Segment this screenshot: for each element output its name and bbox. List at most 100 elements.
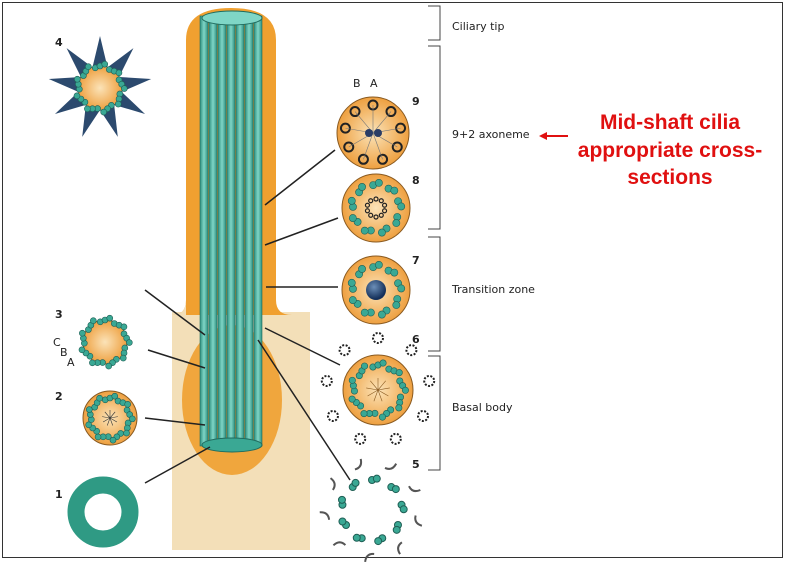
satellite — [338, 344, 351, 357]
appendage — [332, 541, 347, 547]
microtubule — [124, 401, 131, 408]
microtubule — [101, 60, 109, 68]
doublet — [377, 153, 389, 165]
microtubule — [352, 533, 361, 542]
cartwheel-spoke — [104, 411, 111, 419]
microtubule — [109, 436, 117, 444]
appendage — [364, 552, 375, 563]
microtubule — [89, 359, 96, 367]
central-body — [366, 280, 386, 300]
cross-section-9 — [336, 96, 410, 170]
cartwheel-spoke — [102, 417, 111, 423]
microtubule — [73, 92, 81, 100]
region-label-basal-body: Basal body — [452, 401, 513, 414]
microtubule-doublet — [199, 15, 209, 447]
arrow-icon — [539, 132, 568, 140]
central-ring — [373, 196, 379, 202]
central-ring — [378, 198, 384, 204]
cross-section-2 — [82, 390, 138, 446]
microtubule — [105, 362, 112, 370]
region-label-transition-zone: Transition zone — [451, 283, 535, 296]
microtubule — [120, 323, 128, 331]
microtubule — [347, 196, 356, 205]
central-ring — [368, 198, 374, 204]
microtubule — [378, 310, 386, 319]
microtubule — [348, 395, 356, 403]
cartwheel-spoke — [106, 417, 111, 426]
satellite — [354, 432, 367, 445]
cross-section-5 — [319, 458, 423, 563]
region-brackets — [428, 5, 441, 471]
satellite — [320, 374, 333, 387]
microtubule — [115, 69, 123, 77]
section-number-5: 5 — [412, 458, 420, 471]
appendage — [397, 541, 403, 555]
cross-section-1 — [67, 476, 139, 548]
microtubule-doublet — [226, 15, 236, 447]
annotation-line-2: appropriate cross- — [578, 139, 762, 162]
region-label-ciliary-tip: Ciliary tip — [452, 20, 504, 33]
appendage — [319, 511, 331, 520]
microtubule-doublet — [244, 15, 254, 447]
satellite — [389, 432, 402, 445]
microtubule — [348, 296, 357, 304]
microtubule — [391, 485, 400, 494]
annotation-line-3: sections — [627, 166, 712, 189]
cartwheel-spoke — [109, 417, 118, 423]
microtubule — [392, 219, 401, 227]
appendage — [354, 458, 363, 471]
microtubule — [360, 308, 369, 317]
appendage — [408, 485, 421, 493]
satellite — [372, 332, 384, 344]
cross-section-disk — [78, 66, 122, 110]
radial-spoke — [372, 132, 383, 160]
microtubule — [337, 495, 346, 504]
microtubule — [378, 228, 386, 237]
microtubule — [397, 284, 406, 293]
microtubule — [85, 63, 92, 70]
appendage — [384, 463, 398, 470]
section-number-3: 3 — [55, 308, 63, 321]
satellite — [417, 410, 430, 422]
microtubule — [361, 362, 369, 370]
microtubule-doublet — [235, 15, 245, 447]
microtubule — [401, 386, 409, 394]
microtubule — [123, 429, 130, 437]
microtubule — [79, 329, 86, 337]
pointer-lines — [144, 149, 351, 484]
axoneme — [199, 10, 263, 453]
microtubule — [78, 346, 86, 354]
microtubule — [106, 314, 114, 322]
cartwheel-spoke — [366, 387, 379, 391]
cartwheel-spoke — [377, 380, 386, 391]
microtubule — [100, 108, 107, 116]
radial-spoke — [363, 132, 374, 160]
microtubule — [378, 413, 386, 421]
microtubule — [399, 505, 408, 514]
triplet-label-c: C — [53, 336, 61, 349]
triplet-label-b: B — [60, 346, 68, 359]
appendage — [414, 515, 423, 527]
microtubule — [374, 178, 383, 187]
doublet — [395, 122, 407, 134]
microtubule — [372, 474, 381, 483]
cartwheel-spoke — [367, 389, 379, 397]
section-number-2: 2 — [55, 390, 63, 403]
section-number-7: 7 — [412, 254, 420, 267]
microtubule — [351, 478, 360, 487]
cross-section-6 — [320, 332, 436, 445]
microtubule — [114, 100, 122, 108]
central-ring — [381, 208, 388, 214]
cartwheel-spoke — [370, 380, 379, 391]
central-ring — [378, 212, 384, 218]
doublet — [343, 141, 355, 153]
cartwheel-spoke — [373, 389, 379, 402]
microtubule — [348, 376, 356, 384]
microtubule — [84, 105, 91, 113]
cartwheel-spoke — [377, 389, 383, 402]
microtubule — [390, 186, 399, 195]
doublet — [391, 141, 403, 153]
microtubule — [74, 75, 81, 83]
figure-frame — [2, 2, 783, 558]
